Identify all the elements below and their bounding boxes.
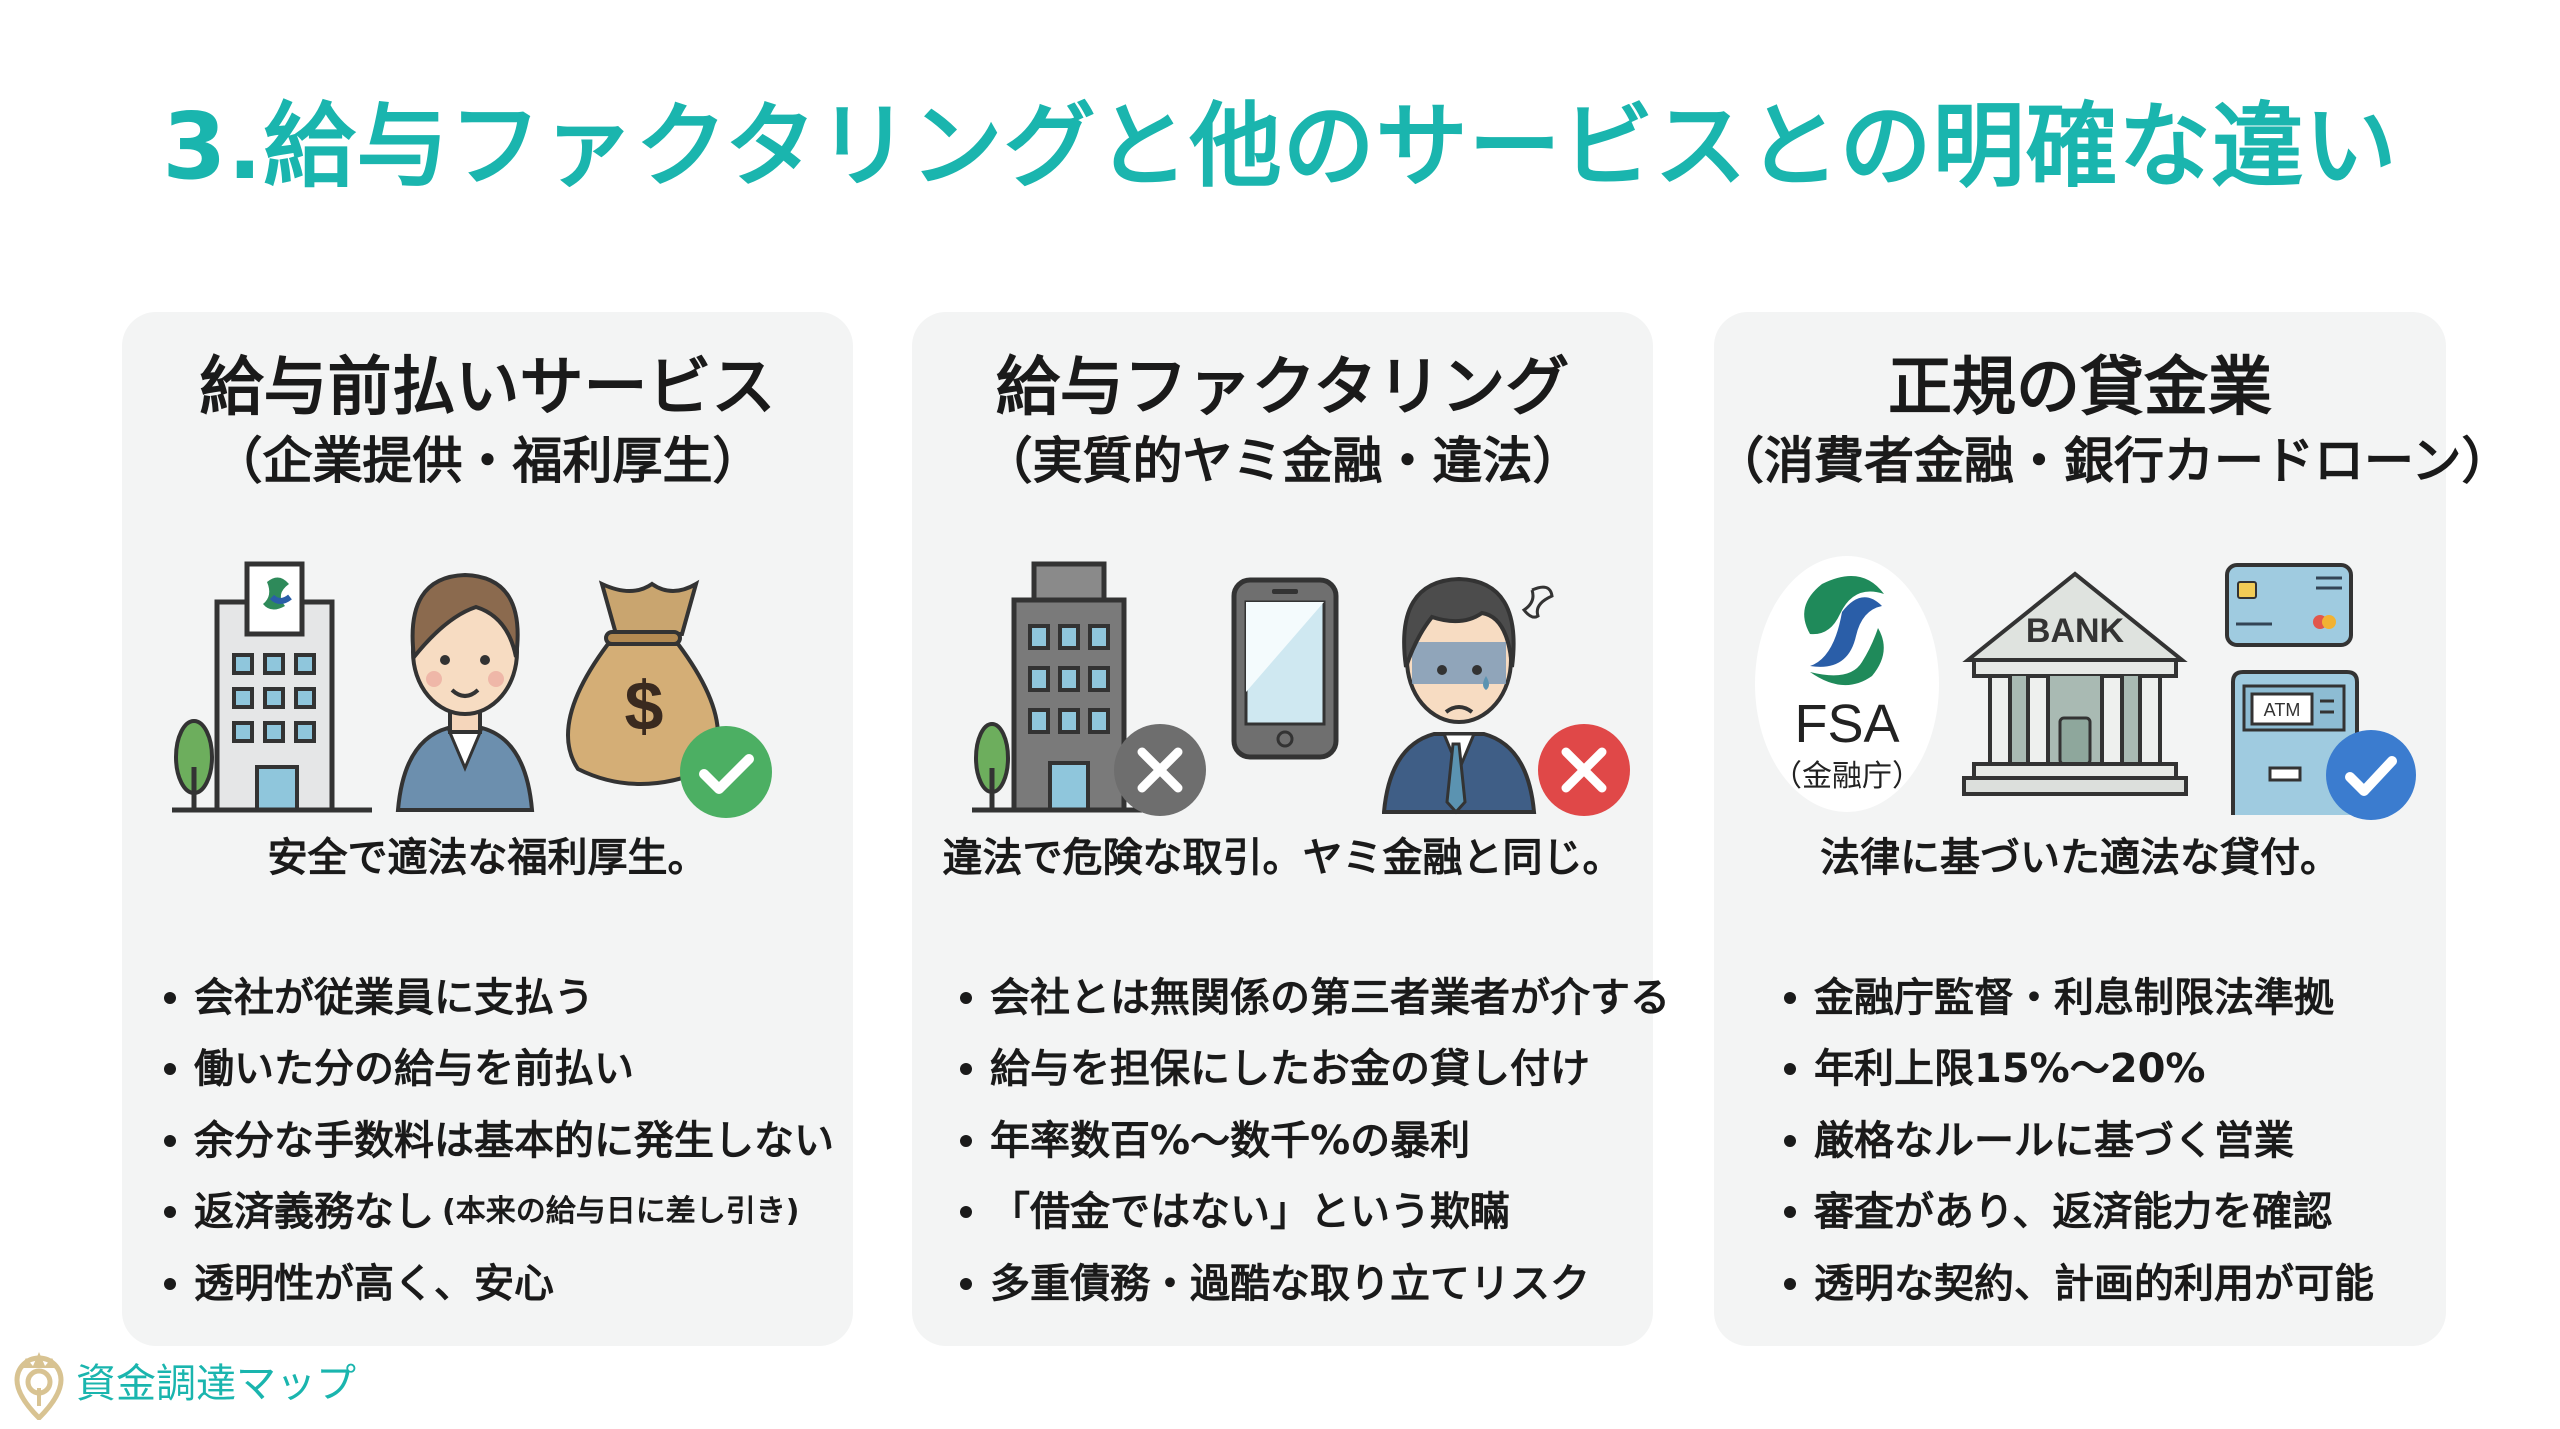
page-title: 3.給与ファクタリングと他のサービスとの明確な違い — [162, 93, 2398, 200]
gray-x-icon — [1114, 724, 1206, 816]
svg-text:ATM: ATM — [2264, 700, 2301, 720]
money-bag-icon: $ — [566, 579, 720, 786]
bullet-item: 返済義務なし(本来の給与日に差し引き) — [152, 1177, 843, 1249]
bullet-item: 厳格なルールに基づく営業 — [1772, 1105, 2436, 1177]
svg-text:$: $ — [625, 667, 664, 745]
bullet-item: 年利上限15%〜20% — [1772, 1034, 2436, 1106]
bullet-dot-icon — [164, 1206, 176, 1219]
card-summary: 法律に基づいた適法な貸付。 — [1820, 835, 2340, 881]
bullet-dot-icon — [1784, 1063, 1796, 1076]
bullet-item: 金融庁監督・利息制限法準拠 — [1772, 962, 2436, 1034]
bullet-dot-icon — [960, 1063, 972, 1076]
svg-text:BANK: BANK — [2026, 612, 2125, 650]
office-building-icon — [172, 561, 372, 813]
bullet-list: 会社とは無関係の第三者業者が介する 給与を担保にしたお金の貸し付け 年率数百%〜… — [948, 962, 1670, 1320]
bullet-dot-icon — [164, 1063, 176, 1076]
bullet-item: 会社とは無関係の第三者業者が介する — [948, 962, 1670, 1034]
smartphone-icon — [1231, 577, 1339, 760]
svg-text:FSA: FSA — [1794, 694, 1899, 754]
card-summary: 安全で適法な福利厚生。 — [267, 835, 708, 881]
gray-building-icon — [972, 561, 1142, 813]
bullet-item: 多重債務・過酷な取り立てリスク — [948, 1248, 1643, 1320]
brand-name: 資金調達マップ — [76, 1361, 356, 1407]
bullet-dot-icon — [1784, 1206, 1796, 1219]
card-title: 給与前払いサービス — [199, 351, 776, 425]
bullet-item: 余分な手数料は基本的に発生しない — [152, 1105, 843, 1177]
bullet-dot-icon — [1784, 1277, 1796, 1290]
bullet-item: 透明な契約、計画的利用が可能 — [1772, 1248, 2436, 1320]
credit-card-icon — [2225, 563, 2353, 647]
card-subtitle: （実質的ヤミ金融・違法） — [982, 432, 1583, 490]
bullet-dot-icon — [960, 991, 972, 1004]
card-title: 給与ファクタリング — [995, 351, 1570, 425]
crown-pin-icon — [14, 1352, 64, 1420]
illustration: $ — [122, 532, 853, 822]
bullet-item: 「借金ではない」という欺瞞 — [948, 1177, 1643, 1249]
card-title: 正規の貸金業 — [1888, 351, 2272, 425]
worried-employee-icon — [1382, 576, 1554, 815]
fsa-logo-icon: FSA （金融庁） — [1755, 556, 1939, 812]
card-subtitle: （企業提供・福利厚生） — [212, 432, 763, 490]
bullet-list: 会社が従業員に支払う 働いた分の給与を前払い 余分な手数料は基本的に発生しない … — [152, 962, 843, 1320]
bullet-item: 働いた分の給与を前払い — [152, 1034, 843, 1106]
bullet-dot-icon — [960, 1206, 972, 1219]
bullet-note: (本来の給与日に差し引き) — [442, 1194, 800, 1230]
illustration: FSA （金融庁） BANK — [1714, 532, 2446, 822]
bullet-list: 金融庁監督・利息制限法準拠 年利上限15%〜20% 厳格なルールに基づく営業 審… — [1772, 962, 2436, 1320]
green-check-icon — [680, 726, 772, 818]
card-licensed-lending: 正規の貸金業 （消費者金融・銀行カードローン） FSA （金融庁） BANK — [1714, 312, 2512, 1346]
bullet-item: 給与を担保にしたお金の貸し付け — [948, 1034, 1643, 1106]
bullet-dot-icon — [960, 1277, 972, 1290]
bullet-item: 審査があり、返済能力を確認 — [1772, 1177, 2436, 1249]
atm-icon: ATM — [2231, 670, 2359, 815]
bullet-item: 会社が従業員に支払う — [152, 962, 843, 1034]
card-subtitle: （消費者金融・銀行カードローン） — [1714, 432, 2512, 490]
bank-icon: BANK — [1962, 571, 2188, 796]
bullet-dot-icon — [1784, 1134, 1796, 1147]
svg-text:（金融庁）: （金融庁） — [1772, 759, 1922, 794]
smiling-employee-icon — [395, 572, 535, 812]
bullet-item: 透明性が高く、安心 — [152, 1248, 843, 1320]
bullet-dot-icon — [960, 1134, 972, 1147]
bullet-dot-icon — [164, 1277, 176, 1290]
card-salary-factoring: 給与ファクタリング （実質的ヤミ金融・違法） — [912, 312, 1670, 1346]
bullet-dot-icon — [164, 1134, 176, 1147]
card-salary-advance: 給与前払いサービス （企業提供・福利厚生） — [122, 312, 853, 1346]
bullet-dot-icon — [164, 991, 176, 1004]
brand-logo: 資金調達マップ — [14, 1348, 356, 1420]
bullet-dot-icon — [1784, 991, 1796, 1004]
blue-check-icon — [2326, 730, 2416, 820]
bullet-item: 年率数百%〜数千%の暴利 — [948, 1105, 1643, 1177]
illustration — [912, 532, 1653, 822]
card-summary: 違法で危険な取引。ヤミ金融と同じ。 — [942, 835, 1623, 881]
red-x-icon — [1538, 724, 1630, 816]
